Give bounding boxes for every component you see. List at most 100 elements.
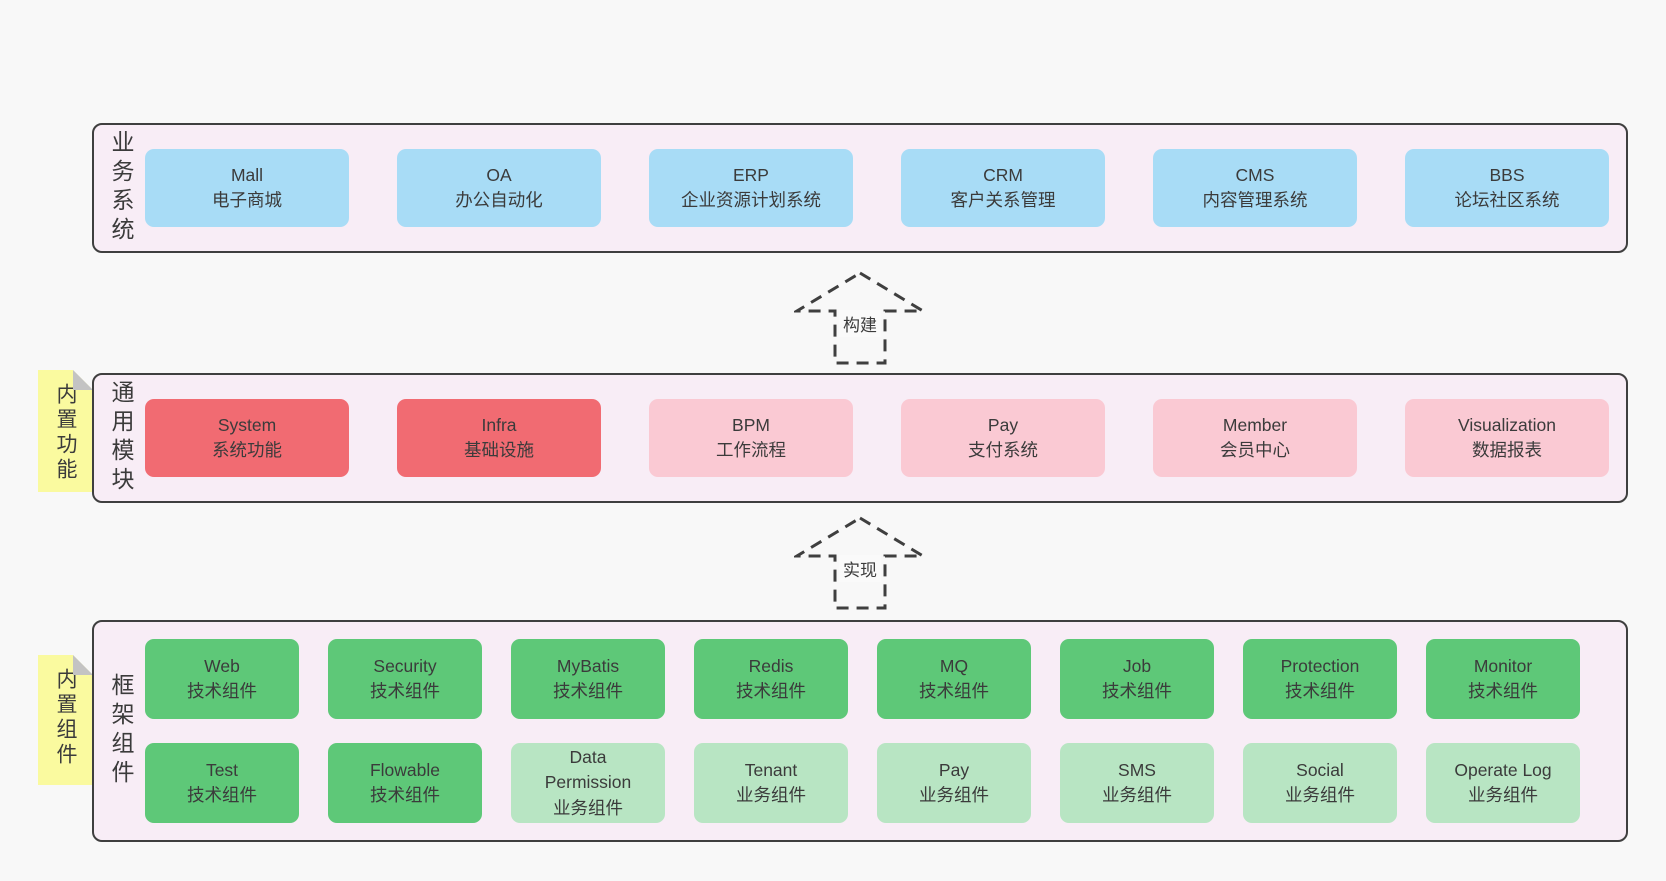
box-test: Test 技术组件 (145, 743, 299, 823)
modules-boxes-row: System 系统功能 Infra 基础设施 BPM 工作流程 Pay 支付系统… (145, 399, 1609, 477)
box-erp: ERP 企业资源计划系统 (649, 149, 853, 227)
panel-common-modules: 通用模块 System 系统功能 Infra 基础设施 BPM 工作流程 Pay… (92, 373, 1628, 503)
box-desc: 支付系统 (968, 440, 1038, 460)
box-member: Member 会员中心 (1153, 399, 1357, 477)
box-monitor: Monitor 技术组件 (1426, 639, 1580, 719)
box-name: Job (1122, 655, 1152, 676)
box-name: Redis (748, 655, 794, 676)
sticky-note-built-in-features: 内置功能 (38, 370, 93, 492)
box-name: System (217, 414, 277, 435)
box-name: Web (204, 655, 240, 676)
box-desc: 业务组件 (553, 797, 623, 818)
box-name: Member (1222, 414, 1288, 435)
box-desc: 会员中心 (1220, 440, 1290, 460)
box-name: Visualization (1458, 414, 1556, 435)
panel-label-common-modules: 通用模块 (108, 380, 134, 496)
box-name: Pay (938, 759, 970, 780)
sticky-note-fold-corner (73, 655, 93, 675)
sticky-note-fold-corner (73, 370, 93, 390)
box-desc: 技术组件 (187, 681, 257, 701)
up-arrow-icon (794, 516, 926, 610)
box-pay-component: Pay 业务组件 (877, 743, 1031, 823)
box-bbs: BBS 论坛社区系统 (1405, 149, 1609, 227)
sticky-note-built-in-components: 内置组件 (38, 655, 93, 785)
box-desc: 办公自动化 (455, 190, 543, 210)
box-system: System 系统功能 (145, 399, 349, 477)
box-desc: 业务组件 (1102, 785, 1172, 805)
box-desc: 电子商城 (212, 190, 282, 210)
box-name: Monitor (1473, 655, 1533, 676)
box-desc: 企业资源计划系统 (681, 190, 821, 210)
box-visualization: Visualization 数据报表 (1405, 399, 1609, 477)
box-cms: CMS 内容管理系统 (1153, 149, 1357, 227)
arrow-implement-label: 实现 (839, 555, 881, 582)
box-name: Social (1296, 759, 1344, 780)
arrow-build-label: 构建 (839, 310, 881, 337)
box-desc: 技术组件 (736, 681, 806, 701)
box-data-permission: Data Permission 业务组件 (511, 743, 665, 823)
box-desc: 业务组件 (1285, 785, 1355, 805)
sticky-note-text: 内置组件 (54, 668, 77, 768)
box-name: BBS (1489, 164, 1525, 185)
box-name: MyBatis (556, 655, 620, 676)
box-oa: OA 办公自动化 (397, 149, 601, 227)
box-desc: 数据报表 (1472, 440, 1542, 460)
box-protection: Protection 技术组件 (1243, 639, 1397, 719)
box-desc: 业务组件 (1468, 785, 1538, 805)
box-name: Mall (230, 164, 264, 185)
components-row-2: Test 技术组件 Flowable 技术组件 Data Permission … (145, 743, 1580, 823)
box-name: Security (373, 655, 437, 676)
arrow-implement: 实现 (794, 515, 926, 611)
box-desc: 论坛社区系统 (1454, 190, 1560, 210)
box-desc: 业务组件 (919, 785, 989, 805)
box-pay: Pay 支付系统 (901, 399, 1105, 477)
box-name: OA (486, 164, 512, 185)
box-desc: 业务组件 (736, 785, 806, 805)
box-mall: Mall 电子商城 (145, 149, 349, 227)
panel-label-business-systems: 业务系统 (108, 130, 134, 246)
box-mybatis: MyBatis 技术组件 (511, 639, 665, 719)
business-boxes-row: Mall 电子商城 OA 办公自动化 ERP 企业资源计划系统 CRM 客户关系… (145, 149, 1609, 227)
box-name: MQ (939, 655, 969, 676)
box-redis: Redis 技术组件 (694, 639, 848, 719)
box-name: SMS (1118, 759, 1156, 780)
box-name: BPM (732, 414, 770, 435)
box-desc: 技术组件 (553, 681, 623, 701)
box-flowable: Flowable 技术组件 (328, 743, 482, 823)
components-rows: Web 技术组件 Security 技术组件 MyBatis 技术组件 Redi… (145, 639, 1580, 823)
box-job: Job 技术组件 (1060, 639, 1214, 719)
box-desc: 客户关系管理 (950, 190, 1056, 210)
box-mq: MQ 技术组件 (877, 639, 1031, 719)
box-name: CMS (1235, 164, 1275, 185)
box-name: Tenant (744, 759, 798, 780)
box-desc: 基础设施 (464, 440, 534, 460)
box-web: Web 技术组件 (145, 639, 299, 719)
box-operate-log: Operate Log 业务组件 (1426, 743, 1580, 823)
box-name: Operate Log (1454, 759, 1552, 780)
box-name: Infra (481, 414, 517, 435)
up-arrow-icon (794, 271, 926, 365)
box-sms: SMS 业务组件 (1060, 743, 1214, 823)
box-name: CRM (983, 164, 1023, 185)
box-name: Flowable (369, 759, 441, 780)
box-desc: 工作流程 (716, 440, 786, 460)
box-tenant: Tenant 业务组件 (694, 743, 848, 823)
box-infra: Infra 基础设施 (397, 399, 601, 477)
panel-business-systems: 业务系统 Mall 电子商城 OA 办公自动化 ERP 企业资源计划系统 CRM… (92, 123, 1628, 253)
box-name: Pay (987, 414, 1019, 435)
box-security: Security 技术组件 (328, 639, 482, 719)
box-desc: 内容管理系统 (1202, 190, 1308, 210)
box-desc: 技术组件 (187, 785, 257, 805)
box-desc: 技术组件 (370, 681, 440, 701)
panel-label-framework-components: 框架组件 (108, 673, 134, 789)
components-row-1: Web 技术组件 Security 技术组件 MyBatis 技术组件 Redi… (145, 639, 1580, 719)
arrow-build: 构建 (794, 270, 926, 366)
panel-framework-components: 框架组件 Web 技术组件 Security 技术组件 MyBatis 技术组件… (92, 620, 1628, 842)
box-bpm: BPM 工作流程 (649, 399, 853, 477)
box-desc: 技术组件 (370, 785, 440, 805)
box-desc: 技术组件 (1468, 681, 1538, 701)
box-crm: CRM 客户关系管理 (901, 149, 1105, 227)
box-name: Test (205, 759, 239, 780)
sticky-note-text: 内置功能 (54, 383, 77, 483)
box-desc: 技术组件 (1285, 681, 1355, 701)
